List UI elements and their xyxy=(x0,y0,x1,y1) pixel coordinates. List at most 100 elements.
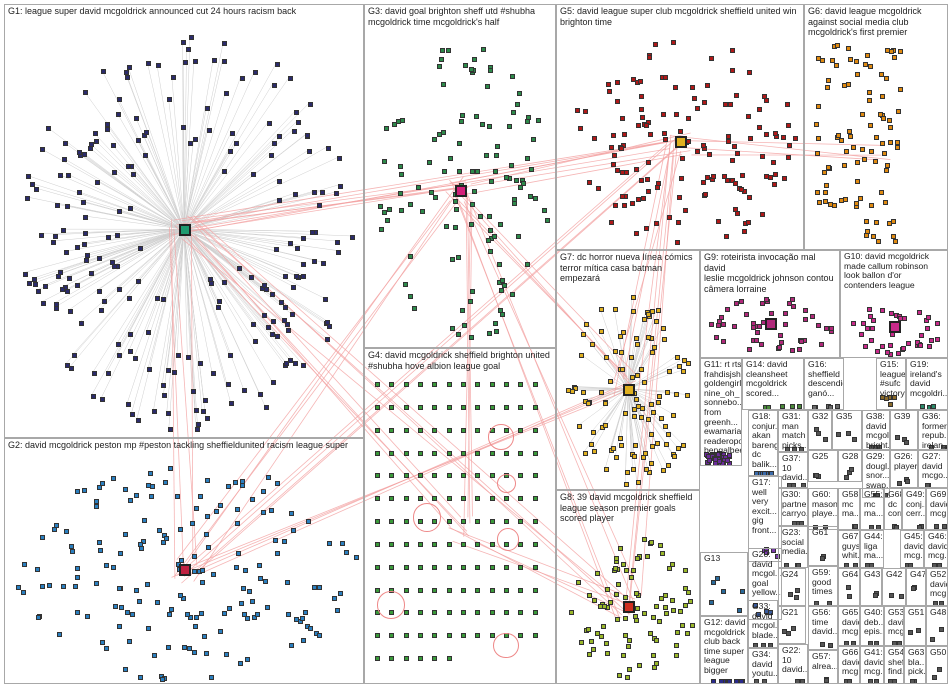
network-node[interactable] xyxy=(124,69,130,75)
network-node[interactable] xyxy=(308,626,314,632)
group-cell-g15[interactable]: G15: league #sufc victory... xyxy=(876,358,906,410)
network-node[interactable] xyxy=(407,293,413,299)
network-node[interactable] xyxy=(306,518,312,524)
network-node[interactable] xyxy=(375,496,380,502)
network-node[interactable] xyxy=(762,471,768,475)
network-node[interactable] xyxy=(532,496,538,502)
network-node[interactable] xyxy=(887,118,893,124)
network-node[interactable] xyxy=(163,535,169,541)
network-node[interactable] xyxy=(212,57,218,63)
network-node[interactable] xyxy=(813,122,819,128)
network-node[interactable] xyxy=(104,563,110,569)
network-node[interactable] xyxy=(319,190,325,196)
network-node[interactable] xyxy=(375,541,380,547)
network-node[interactable] xyxy=(452,198,458,204)
network-node[interactable] xyxy=(167,96,173,102)
network-node[interactable] xyxy=(61,156,67,162)
network-node[interactable] xyxy=(97,539,103,545)
network-node[interactable] xyxy=(100,480,106,486)
network-node[interactable] xyxy=(469,67,474,73)
network-node[interactable] xyxy=(652,665,658,671)
network-node[interactable] xyxy=(620,116,626,122)
network-node[interactable] xyxy=(588,639,594,645)
network-node[interactable] xyxy=(635,372,641,378)
network-node[interactable] xyxy=(389,496,395,502)
network-node[interactable] xyxy=(45,125,51,131)
network-node[interactable] xyxy=(721,338,727,344)
group-cell-g56[interactable]: G56: time david... xyxy=(808,606,838,650)
network-node[interactable] xyxy=(783,563,789,567)
network-node[interactable] xyxy=(441,130,447,136)
network-node[interactable] xyxy=(334,239,340,245)
network-node[interactable] xyxy=(532,633,538,639)
network-node[interactable] xyxy=(623,633,629,639)
network-node[interactable] xyxy=(674,239,680,245)
network-node[interactable] xyxy=(642,537,648,543)
network-node[interactable] xyxy=(469,202,475,208)
network-node[interactable] xyxy=(676,195,682,201)
network-node[interactable] xyxy=(867,98,873,104)
network-node[interactable] xyxy=(671,412,677,418)
network-node[interactable] xyxy=(527,194,533,200)
network-node[interactable] xyxy=(487,249,493,255)
network-node[interactable] xyxy=(774,553,780,559)
network-node[interactable] xyxy=(226,605,232,611)
network-node[interactable] xyxy=(854,159,860,165)
network-node[interactable] xyxy=(731,324,737,330)
network-node[interactable] xyxy=(518,382,524,387)
network-node[interactable] xyxy=(631,414,637,420)
network-node[interactable] xyxy=(407,202,413,208)
network-node[interactable] xyxy=(578,352,584,358)
network-node[interactable] xyxy=(262,312,268,318)
network-node[interactable] xyxy=(493,329,499,335)
network-node[interactable] xyxy=(439,48,445,54)
network-node[interactable] xyxy=(742,228,748,234)
network-node[interactable] xyxy=(532,541,538,547)
network-node[interactable] xyxy=(793,594,799,600)
network-node[interactable] xyxy=(460,307,466,313)
network-node[interactable] xyxy=(634,167,640,173)
network-node[interactable] xyxy=(264,405,270,411)
network-node[interactable] xyxy=(829,326,835,332)
network-node[interactable] xyxy=(110,143,116,149)
network-node[interactable] xyxy=(325,319,331,325)
network-node[interactable] xyxy=(446,382,452,387)
network-node[interactable] xyxy=(488,68,494,74)
network-node[interactable] xyxy=(403,382,409,387)
network-node[interactable] xyxy=(268,152,274,158)
network-node[interactable] xyxy=(254,611,260,617)
network-node[interactable] xyxy=(117,287,123,293)
network-node[interactable] xyxy=(511,201,517,207)
network-node[interactable] xyxy=(884,350,890,356)
network-node[interactable] xyxy=(648,402,654,408)
network-node[interactable] xyxy=(244,615,250,621)
network-node[interactable] xyxy=(283,274,288,280)
network-node[interactable] xyxy=(786,123,792,129)
network-node[interactable] xyxy=(823,182,829,188)
network-node[interactable] xyxy=(286,327,292,333)
network-node[interactable] xyxy=(301,261,307,267)
network-node[interactable] xyxy=(541,207,547,213)
network-node[interactable] xyxy=(117,97,123,103)
network-node[interactable] xyxy=(782,311,788,317)
network-node[interactable] xyxy=(74,565,80,571)
network-node[interactable] xyxy=(270,318,276,324)
network-node[interactable] xyxy=(307,149,313,155)
network-node[interactable] xyxy=(431,136,437,142)
network-node[interactable] xyxy=(98,308,104,314)
network-node[interactable] xyxy=(258,391,264,397)
network-node[interactable] xyxy=(218,503,224,509)
network-node[interactable] xyxy=(389,541,395,547)
network-node[interactable] xyxy=(754,338,760,344)
network-node[interactable] xyxy=(841,83,847,89)
network-node[interactable] xyxy=(610,446,616,452)
network-node[interactable] xyxy=(598,329,604,335)
network-node[interactable] xyxy=(468,335,474,341)
network-node[interactable] xyxy=(812,525,818,529)
network-node[interactable] xyxy=(745,113,751,119)
network-node[interactable] xyxy=(137,542,143,548)
network-node[interactable] xyxy=(504,587,509,593)
network-node[interactable] xyxy=(935,320,941,326)
network-node[interactable] xyxy=(159,677,165,683)
network-node[interactable] xyxy=(32,277,38,283)
